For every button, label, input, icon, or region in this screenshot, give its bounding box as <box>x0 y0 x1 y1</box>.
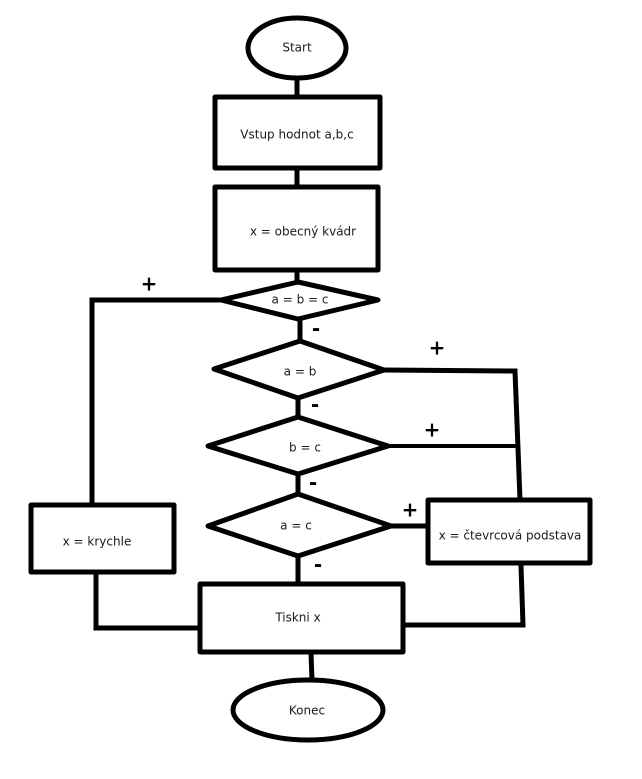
cond-ac-node: a = c <box>205 491 394 559</box>
square-base-node: x = čtevrcová podstava <box>425 497 593 566</box>
cond-bc-label: b = c <box>289 441 321 455</box>
cond-abc-node: a = b = c <box>218 279 381 322</box>
edge-cond-abc-yes-cube <box>89 297 223 508</box>
no-label-cond-abc: - <box>312 317 320 341</box>
start-label: Start <box>282 41 312 55</box>
general-node: x = obecný kvádr <box>212 184 381 273</box>
end-label: Konec <box>289 704 325 718</box>
edge-labels: + - + - + - + - <box>141 272 446 577</box>
cond-abc-diamond <box>218 279 381 322</box>
input-box <box>212 94 383 171</box>
start-node: Start <box>245 15 349 81</box>
cond-abc-label: a = b = c <box>272 293 329 307</box>
cond-bc-diamond <box>205 414 391 477</box>
square-base-label: x = čtevrcová podstava <box>439 529 582 543</box>
cube-label: x = krychle <box>63 535 132 549</box>
edge-cond-ab-yes <box>382 367 523 503</box>
cond-ab-node: a = b <box>211 338 387 401</box>
yes-label-cond-ac: + <box>402 498 419 522</box>
no-label-cond-bc: - <box>309 471 317 495</box>
yes-label-cond-bc: + <box>424 418 441 442</box>
yes-label-cond-abc: + <box>141 272 158 296</box>
cube-node: x = krychle <box>28 502 177 575</box>
connectors <box>89 77 526 683</box>
cond-bc-node: b = c <box>205 414 391 477</box>
end-ellipse <box>230 677 386 743</box>
input-node: Vstup hodnot a,b,c <box>212 94 383 171</box>
cube-box <box>28 502 177 575</box>
edge-cube-print <box>93 569 201 631</box>
general-box <box>212 184 381 273</box>
input-label: Vstup hodnot a,b,c <box>240 128 353 142</box>
print-box <box>197 581 406 655</box>
no-label-cond-ab: - <box>311 393 319 417</box>
cond-ab-diamond <box>211 338 387 401</box>
edge-square-print <box>402 563 526 628</box>
cond-ab-label: a = b <box>284 365 317 379</box>
general-label: x = obecný kvádr <box>250 225 356 239</box>
no-label-cond-ac: - <box>314 553 322 577</box>
square-base-box <box>425 497 593 566</box>
yes-label-cond-ab: + <box>429 336 446 360</box>
end-node: Konec <box>230 677 386 743</box>
edge-print-end <box>308 650 315 683</box>
cond-ac-label: a = c <box>280 519 312 533</box>
cond-ac-diamond <box>205 491 394 559</box>
print-label: Tiskni x <box>274 611 320 625</box>
print-node: Tiskni x <box>197 581 406 655</box>
start-ellipse <box>245 15 349 81</box>
